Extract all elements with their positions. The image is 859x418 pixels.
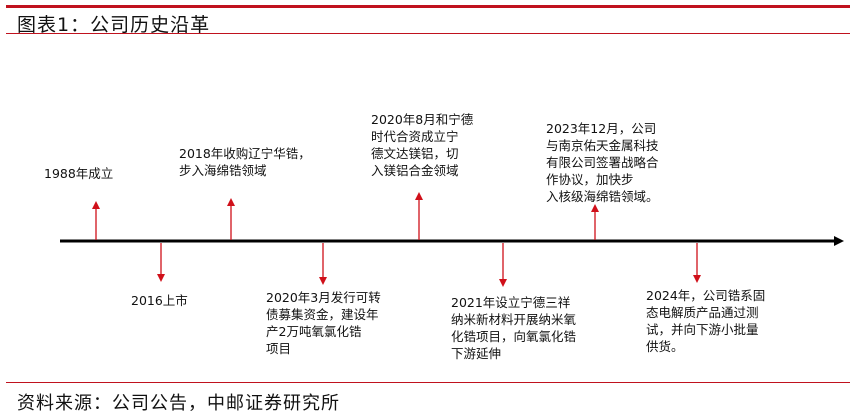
top-rule [6,5,850,8]
event-label-2023: 2023年12月，公司 与南京佑天金属科技 有限公司签署战略合 作协议，加快步 … [546,121,659,204]
event-label-2020-march: 2020年3月发行可转 债募集资金，建设年 产2万吨氧氯化锆 项目 [266,290,381,356]
source-note: 资料来源：公司公告，中邮证券研究所 [17,393,340,414]
bottom-rule [6,382,850,383]
event-label-2018: 2018年收购辽宁华锆， 步入海绵锆领域 [179,146,311,178]
event-label-2016: 2016上市 [131,293,188,308]
figure-title: 图表1：公司历史沿革 [17,14,211,36]
event-label-2024: 2024年，公司锆系固 态电解质产品通过测 试，并向下游小批量 供货。 [646,288,766,354]
event-label-2020-august: 2020年8月和宁德 时代合资成立宁 德文达镁铝，切 入镁铝合金领域 [371,112,474,178]
title-rule [6,33,850,34]
event-label-1988: 1988年成立 [44,166,114,181]
event-arrows [92,192,701,287]
event-label-2021: 2021年设立宁德三祥 纳米新材料开展纳米氧 化锆项目，向氧氯化锆 下游延伸 [451,295,577,361]
